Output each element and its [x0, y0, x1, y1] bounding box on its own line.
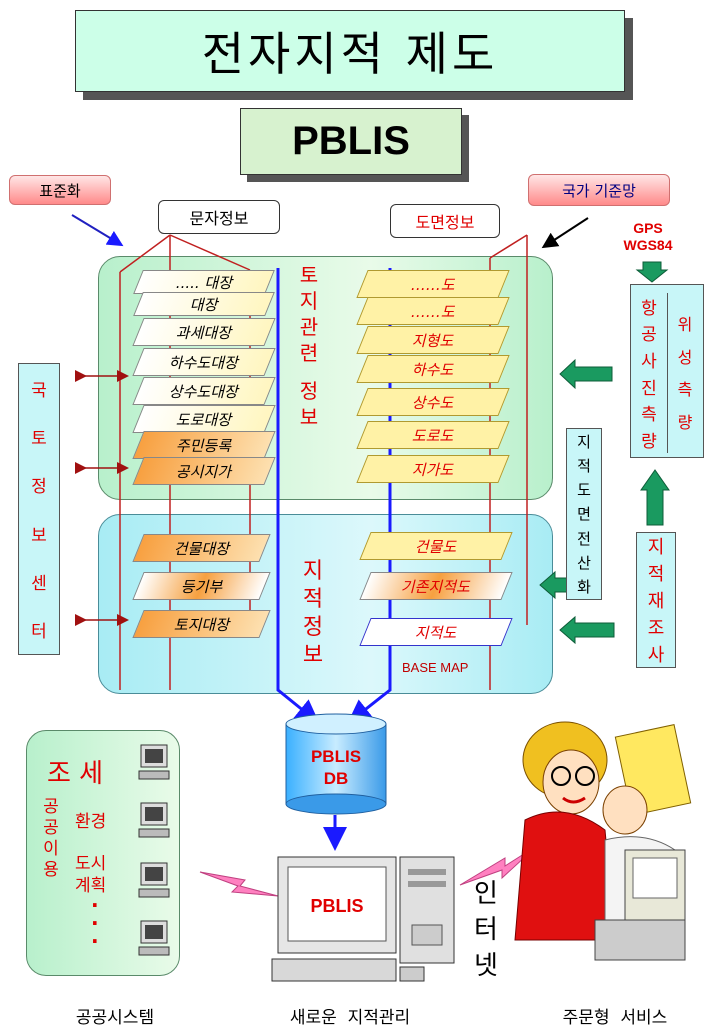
map-info-tag: 도면정보 [390, 204, 500, 238]
lightning-left [199, 871, 279, 897]
map-item: 지가도 [356, 455, 510, 483]
survey-box: 항 공 사 진 측 량 위 성 측 량 [630, 284, 704, 458]
wgs84-text: WGS84 [623, 237, 673, 253]
resurvey-arrow [559, 615, 615, 645]
public-system-caption: 공공시스템 [75, 1008, 155, 1028]
gps-text: GPS [633, 220, 663, 236]
digitization-box: 지 적 도 면 전 산 화 [566, 428, 602, 600]
map-item: 지형도 [356, 326, 510, 354]
blue-line-left [276, 268, 320, 724]
register-item: 건물대장 [132, 534, 271, 562]
pc-icon [271, 856, 455, 982]
satellite-survey-label: 위 성 측 량 [677, 315, 693, 432]
right-red-diag [489, 234, 528, 259]
new-cadastral-caption: 새로운 지적관리 [289, 1008, 411, 1028]
left-red-diag [119, 234, 171, 273]
computer-icon [138, 802, 170, 838]
public-use-label: 공 공 이 용 [43, 797, 59, 880]
more-dots: . . . [91, 888, 99, 948]
register-item: 등기부 [132, 572, 271, 600]
register-item: 상수도대장 [132, 377, 276, 405]
map-item: 상수도 [356, 388, 510, 416]
database-icon [285, 713, 387, 815]
register-item: ..... 대장 [133, 270, 275, 294]
gps-label: GPS WGS84 [618, 220, 678, 254]
map-item: 건물도 [359, 532, 513, 560]
env-label: 환경 [75, 812, 107, 832]
resurvey-up-arrow [640, 469, 670, 526]
left-red-diag-2 [169, 234, 251, 271]
map-item: ……도 [356, 270, 510, 298]
map-item: 하수도 [356, 355, 510, 383]
resurvey-box: 지 적 재 조 사 [636, 532, 676, 668]
pc-label: PBLIS [310, 896, 364, 916]
computer-icon [138, 862, 170, 898]
city-label-1: 도시 [75, 854, 107, 874]
register-item: 주민등록 [132, 431, 276, 459]
city-label-2: 계획 [75, 876, 107, 896]
on-demand-service-caption: 주문형 서비스 [562, 1008, 668, 1028]
map-item: 지적도 [359, 618, 513, 646]
map-item: ……도 [356, 297, 510, 325]
map-item: 기존지적도 [359, 572, 513, 600]
national-center-box: 국 토 정 보 센 터 [18, 363, 60, 655]
page-title: 전자지적 제도 [75, 10, 625, 92]
computer-icons [138, 744, 170, 956]
register-item: 공시지가 [132, 457, 276, 485]
national-control-arrow [541, 217, 589, 249]
standardization-tag: 표준화 [9, 175, 111, 205]
public-systems-box: 조 세 공 공 이 용 환경 도시 계획 . . . [26, 730, 180, 976]
standardization-arrow [71, 214, 124, 247]
pblis-title: PBLIS [240, 108, 462, 175]
computer-icon [138, 744, 170, 780]
aerial-arrow [559, 358, 613, 390]
gps-down-arrow [635, 261, 669, 283]
text-info-tag: 문자정보 [158, 200, 280, 234]
land-info-label: 토 지 관 련 정 보 [299, 263, 319, 429]
cadastral-info-label: 지 적 정 보 [302, 559, 324, 668]
tax-label: 조 세 [47, 759, 104, 789]
register-item: 대장 [133, 292, 275, 316]
service-illustration [514, 721, 692, 961]
aerial-survey-label: 항 공 사 진 측 량 [631, 293, 668, 453]
national-control-tag: 국가 기준망 [528, 174, 670, 206]
base-map-label: BASE MAP [402, 660, 469, 675]
map-item: 도로도 [356, 421, 510, 449]
internet-label: 인 터 넷 [474, 879, 498, 981]
computer-icon [138, 920, 170, 956]
register-item: 과세대장 [132, 318, 276, 346]
register-item: 하수도대장 [132, 348, 276, 376]
register-item: 도로대장 [132, 405, 276, 433]
db-label: PBLIS DB [310, 747, 362, 788]
register-item: 토지대장 [132, 610, 271, 638]
